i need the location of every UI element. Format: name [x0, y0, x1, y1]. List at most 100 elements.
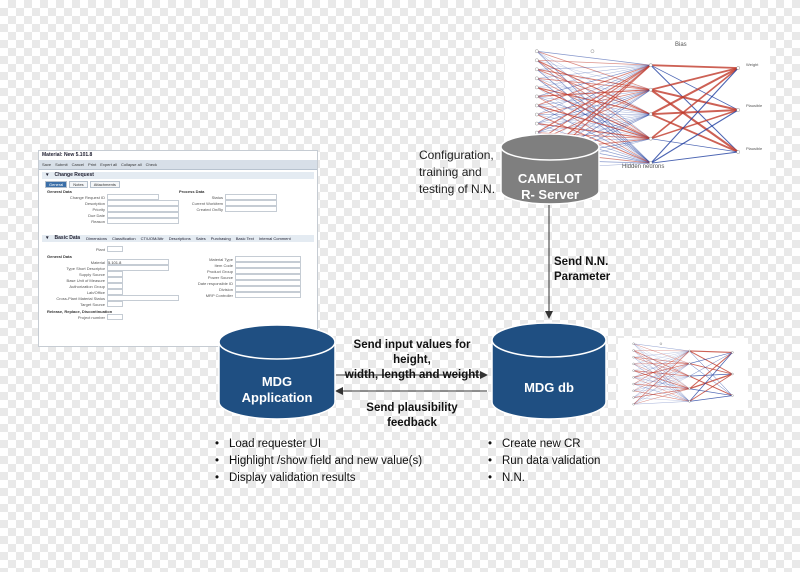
output-label-2: Plausible	[746, 103, 763, 108]
lab-office-field[interactable]	[107, 289, 123, 295]
sap-toolbar-print[interactable]: Print	[88, 162, 97, 167]
material-type-field[interactable]	[235, 256, 301, 262]
plant-field[interactable]	[107, 246, 123, 252]
nn-weight-line	[633, 377, 690, 389]
nn-weight-line	[633, 350, 690, 398]
nn-weight-line	[650, 88, 739, 111]
auth-group-field[interactable]	[107, 283, 123, 289]
nn-weight-line	[633, 377, 690, 402]
nn-weight-line	[633, 350, 690, 364]
power-source-field[interactable]	[235, 274, 301, 280]
cr-description-field[interactable]	[107, 200, 179, 206]
nn-neuron	[648, 136, 653, 141]
nn-weight-line	[633, 370, 690, 390]
nn-bias-neuron	[659, 342, 663, 345]
sap-basic-data-header[interactable]: ▾ Basic Data Dimensions Classification C…	[42, 235, 314, 242]
list-item: N.N.	[488, 470, 600, 487]
nn-weight-line	[536, 68, 651, 91]
nn-weight-line	[536, 96, 651, 164]
sap-toolbar-collapse[interactable]: Collapse all	[120, 162, 142, 167]
cr-priority-field[interactable]	[107, 206, 179, 212]
nn-weight-line	[650, 151, 739, 164]
nn-neuron	[632, 382, 635, 386]
nn-weight-line	[650, 67, 739, 164]
cross-plant-status-field[interactable]	[107, 295, 179, 301]
sap-toolbar-save[interactable]: Save	[42, 162, 52, 167]
nn-weight-line	[536, 59, 651, 66]
division-field[interactable]	[235, 286, 301, 292]
nn-weight-line	[633, 388, 690, 391]
nn-weight-line	[536, 87, 651, 164]
nn-weight-line	[633, 363, 690, 398]
nn-weight-line	[633, 350, 690, 365]
nn-bias-neuron	[590, 49, 595, 53]
nn-weight-line	[536, 96, 651, 115]
nn-weight-line	[536, 114, 651, 139]
product-group-field[interactable]	[235, 268, 301, 274]
sap-tab-general[interactable]: General	[45, 181, 68, 188]
target-source-field[interactable]	[107, 301, 123, 307]
nn-weight-line	[536, 86, 651, 115]
sap-toolbar-submit[interactable]: Submit	[55, 162, 68, 167]
output-label-3: Plausible	[746, 146, 763, 151]
nn-weight-line	[633, 388, 690, 398]
sap-change-request-header[interactable]: ▾ Change Request	[42, 172, 314, 179]
nn-weight-line	[633, 350, 690, 358]
nn-neuron	[534, 49, 539, 53]
nn-weight-line	[633, 375, 690, 391]
workitem-field	[225, 200, 277, 206]
supply-source-field[interactable]	[107, 271, 123, 277]
nn-weight-line	[689, 350, 733, 396]
output-label-1: Weight	[746, 62, 759, 67]
status-field	[225, 194, 277, 200]
sap-toolbar-expand[interactable]: Expert all	[100, 162, 117, 167]
nn-neuron	[534, 85, 539, 90]
nn-weight-line	[650, 67, 739, 140]
sap-toolbar-check[interactable]: Check	[145, 162, 157, 167]
nn-weight-line	[536, 64, 651, 97]
nn-weight-line	[536, 89, 651, 106]
nn-neuron	[648, 87, 653, 92]
list-item: Create new CR	[488, 436, 600, 453]
nn-weight-line	[650, 64, 739, 69]
sap-tab-attachments[interactable]: Attachments	[89, 181, 120, 188]
project-number-field[interactable]	[107, 314, 123, 320]
mdg-application-cylinder: MDG Application	[218, 324, 336, 420]
sap-tab-notes[interactable]: Notes	[69, 181, 88, 188]
nn-weight-line	[633, 350, 690, 402]
nn-weight-line	[633, 350, 690, 378]
list-item: Highlight /show field and new value(s)	[215, 453, 422, 470]
material-field[interactable]: 5.101.8	[107, 259, 169, 265]
nn-neuron	[632, 342, 635, 345]
nn-neuron	[688, 375, 691, 378]
nn-weight-line	[689, 373, 733, 402]
nn-weight-line	[633, 363, 690, 389]
nn-weight-line	[633, 350, 690, 391]
nn-weight-line	[536, 59, 651, 115]
nn-weight-line	[536, 64, 651, 79]
cr-id-field[interactable]	[107, 194, 159, 200]
nn-weight-line	[536, 64, 651, 70]
mrp-controller-field[interactable]	[235, 292, 301, 298]
date-responsible-field[interactable]	[235, 280, 301, 286]
item-code-field[interactable]	[235, 262, 301, 268]
cr-due-date-field[interactable]	[107, 212, 179, 218]
nn-weight-line	[633, 363, 690, 377]
base-uom-field[interactable]	[107, 277, 123, 283]
cr-reason-field[interactable]	[107, 218, 179, 224]
nn-weight-line	[650, 109, 739, 164]
sap-toolbar: Save Submit Cancel Print Expert all Coll…	[39, 160, 317, 170]
sap-toolbar-cancel[interactable]: Cancel	[71, 162, 85, 167]
nn-weight-line	[633, 357, 690, 389]
nn-weight-line	[536, 64, 651, 88]
nn-weight-line	[536, 64, 651, 106]
nn-weight-line	[633, 350, 690, 385]
nn-weight-line	[633, 363, 690, 378]
nn-weight-line	[536, 77, 651, 140]
nn-weight-line	[650, 138, 739, 153]
short-descriptor-field[interactable]	[107, 265, 169, 271]
nn-weight-line	[536, 77, 651, 91]
nn-weight-line	[633, 363, 690, 385]
